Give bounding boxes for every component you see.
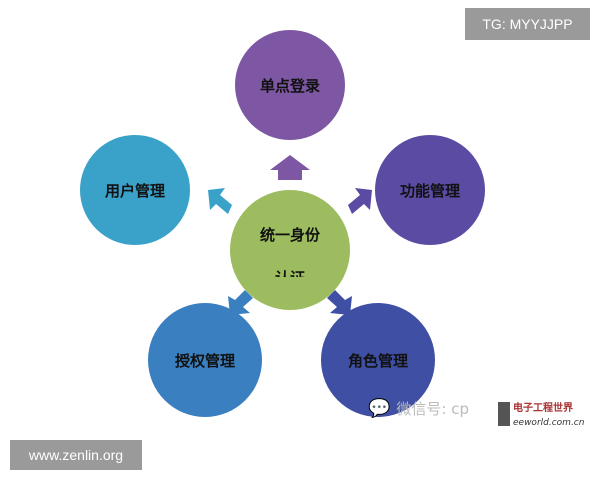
eeworld-logo: 电子工程世界 eeworld.com.cn xyxy=(498,402,593,436)
node-role-management: 角色管理 xyxy=(321,303,435,417)
node-label: 授权管理 xyxy=(174,351,235,370)
node-single-sign-on: 单点登录 xyxy=(235,30,345,140)
node-label: 功能管理 xyxy=(399,181,460,200)
center-node: 统一身份 认证 xyxy=(230,190,350,310)
arrow-right xyxy=(348,188,372,214)
node-label: 角色管理 xyxy=(347,351,408,370)
center-sublabel: 认证 xyxy=(275,267,305,277)
node-authorization-management: 授权管理 xyxy=(148,303,262,417)
node-user-management: 用户管理 xyxy=(80,135,190,245)
node-label: 用户管理 xyxy=(104,181,165,200)
site-tag: www.zenlin.org xyxy=(10,440,142,470)
node-label: 单点登录 xyxy=(259,76,320,95)
wechat-watermark: 💬 微信号: cp xyxy=(368,398,470,419)
tg-tag: TG: MYYJJPP xyxy=(465,8,590,40)
center-label: 统一身份 xyxy=(259,225,320,244)
wechat-icon: 💬 xyxy=(368,398,391,419)
logo-icon xyxy=(498,402,510,426)
arrow-left xyxy=(208,188,232,214)
arrow-down-left xyxy=(228,290,253,315)
arrow-up xyxy=(270,155,310,180)
arrow-down-right xyxy=(327,290,352,315)
node-function-management: 功能管理 xyxy=(375,135,485,245)
